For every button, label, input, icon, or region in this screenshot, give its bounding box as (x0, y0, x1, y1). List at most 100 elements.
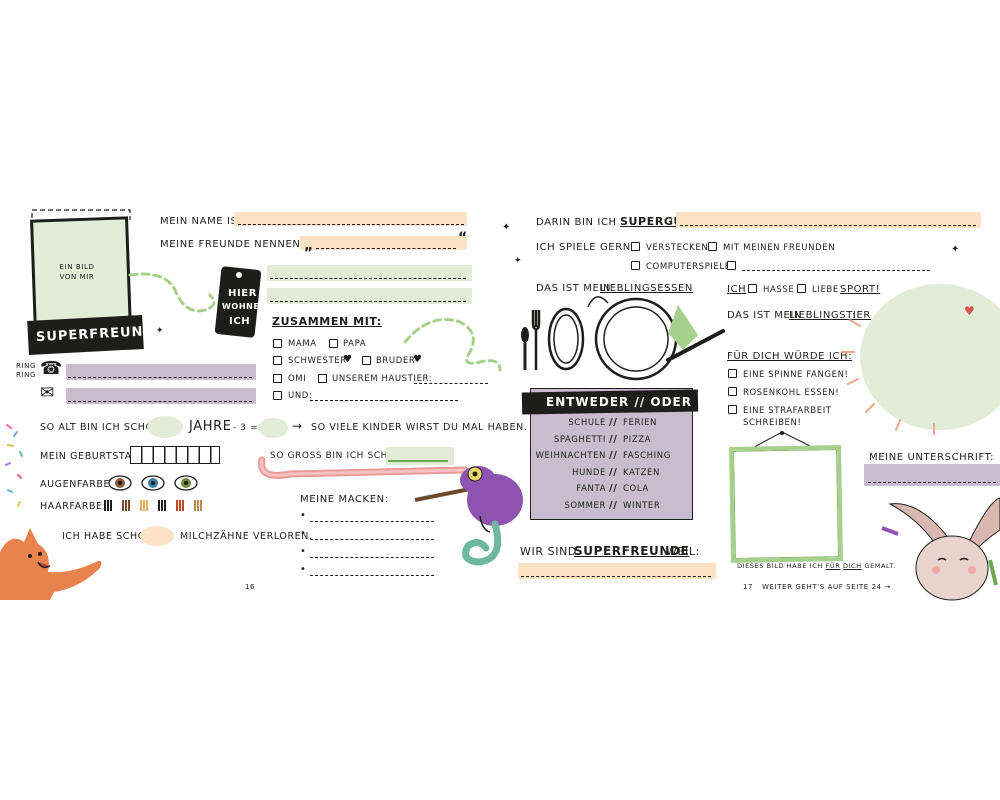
checkbox-schwester[interactable] (273, 356, 282, 365)
either-option-b[interactable]: FASCHING (623, 451, 671, 461)
eye-blue-icon[interactable] (141, 475, 165, 491)
quirk-field-1[interactable] (310, 521, 434, 522)
kids-blob[interactable] (258, 418, 288, 438)
good-at-field[interactable] (680, 225, 976, 226)
eye-green-icon[interactable] (174, 475, 198, 491)
address-field-2[interactable] (270, 301, 466, 302)
friends-band (518, 563, 716, 579)
friends-emph: SUPERFREUNDE (574, 544, 690, 558)
either-or-separator: // (609, 417, 618, 428)
good-at-colon: : (670, 216, 674, 227)
address-field-1[interactable] (270, 278, 466, 279)
checkbox-computerspiele[interactable] (631, 261, 640, 270)
friends-field[interactable] (521, 576, 711, 577)
nick-label: MEINE FREUNDE NENNEN MICH: (160, 239, 337, 250)
und-field[interactable] (310, 400, 458, 401)
animal-emph: LIEBLINGSTIER (789, 310, 871, 321)
nick-field[interactable] (316, 248, 456, 249)
either-option-a[interactable]: SCHULE (568, 418, 606, 428)
heart-icon-2: ♥ (413, 354, 423, 365)
together-label: ZUSAMMEN MIT: (272, 315, 382, 328)
either-or-separator: // (609, 483, 618, 494)
bullet-4: • (300, 564, 307, 575)
either-option-b[interactable]: COLA (623, 484, 649, 494)
for-you-option-2: ROSENKOHL ESSEN! (743, 388, 840, 398)
either-option-a[interactable]: FANTA (576, 484, 606, 494)
quirk-field-3[interactable] (310, 557, 434, 558)
either-option-a[interactable]: WEIHNACHTEN (535, 451, 606, 461)
sparkle-icon-2: ✦ (514, 256, 523, 266)
tag-line-1: HIER (228, 288, 258, 299)
checkbox-omi[interactable] (273, 374, 282, 383)
hair-swatches[interactable] (103, 498, 213, 512)
either-option-a[interactable]: SPAGHETTI (553, 434, 606, 445)
either-option-a[interactable]: SOMMER (564, 500, 606, 511)
phone-field[interactable] (68, 377, 252, 378)
either-option-b[interactable]: KATZEN (623, 467, 660, 478)
checkbox-bruder[interactable] (362, 356, 371, 365)
checkbox-papa[interactable] (329, 339, 338, 348)
mail-field[interactable] (68, 401, 252, 402)
confetti-decoration (5, 424, 23, 507)
name-band (234, 212, 467, 226)
bullet-2: • (300, 528, 307, 539)
checkbox-hasse[interactable] (748, 284, 757, 293)
address-band-2 (267, 288, 472, 304)
height-label: SO GROSS BIN ICH SCHON: (270, 451, 407, 461)
age-blob[interactable] (147, 416, 183, 438)
checkbox-mama[interactable] (273, 339, 282, 348)
love-label: LIEBE (812, 285, 839, 295)
drawing-frame[interactable] (728, 445, 844, 563)
friends-label-2: WEIL: (666, 545, 700, 558)
either-or-separator: // (609, 433, 618, 445)
heart-icon-1: ♥ (343, 354, 353, 365)
checkbox-und[interactable] (273, 391, 282, 400)
haustier-field[interactable] (414, 383, 488, 384)
food-label: DAS IST MEIN (536, 283, 612, 294)
favorite-animal-area[interactable] (860, 284, 1000, 430)
kids-label: SO VIELE KINDER WIRST DU MAL HABEN. (311, 422, 528, 433)
bunny-illustration (881, 497, 1000, 601)
either-option-b[interactable]: PIZZA (623, 434, 652, 445)
option-omi: OMI (288, 374, 307, 384)
either-or-separator: // (609, 450, 618, 461)
option-mama: MAMA (288, 339, 317, 349)
name-field[interactable] (238, 224, 464, 225)
bullet-3: • (300, 546, 307, 557)
animal-label: DAS IST MEIN (727, 310, 803, 321)
checkbox-spinne[interactable] (728, 369, 737, 378)
either-option-b[interactable]: FERIEN (623, 418, 658, 428)
quirk-field-4[interactable] (310, 575, 434, 576)
birthday-label: MEIN GEBURTSTAG: (40, 451, 144, 462)
fox-illustration (0, 528, 102, 600)
checkbox-haustier[interactable] (318, 374, 327, 383)
checkbox-verstecken[interactable] (631, 242, 640, 251)
ich-label: ICH (727, 284, 747, 295)
tag-line-3: ICH (229, 316, 251, 327)
continue-link[interactable]: WEITER GEHT'S AUF SEITE 24 → (762, 583, 891, 591)
either-option-a[interactable]: HUNDE (572, 467, 606, 478)
eye-brown-icon[interactable] (108, 475, 132, 491)
teeth-blob[interactable] (140, 526, 174, 546)
checkbox-strafarbeit[interactable] (728, 405, 737, 414)
option-bruder: BRUDER- (376, 356, 419, 366)
signature-field[interactable] (868, 482, 996, 483)
height-bar (388, 460, 448, 462)
phone-icon: ☎ (40, 358, 64, 379)
quirk-field-2[interactable] (310, 539, 434, 540)
tag-line-2: WOHNE (222, 302, 260, 311)
birthday-field[interactable] (130, 446, 220, 464)
name-label: MEIN NAME IST: (160, 216, 248, 227)
teeth-label-2: MILCHZÄHNE VERLOREN. (180, 531, 313, 542)
either-option-b[interactable]: WINTER (623, 500, 661, 511)
checkbox-liebe[interactable] (797, 284, 806, 293)
checkbox-rosenkohl[interactable] (728, 387, 737, 396)
signature-label: MEINE UNTERSCHRIFT: (869, 452, 995, 463)
for-you-option-3b: SCHREIBEN! (743, 418, 802, 428)
checkbox-other-game[interactable] (727, 261, 736, 270)
checkbox-freunden[interactable] (708, 242, 717, 251)
ring-label: RING RING (16, 362, 36, 379)
option-und: UND: (288, 391, 313, 401)
good-at-label: DARIN BIN ICH (536, 217, 617, 228)
other-game-field[interactable] (742, 270, 930, 271)
